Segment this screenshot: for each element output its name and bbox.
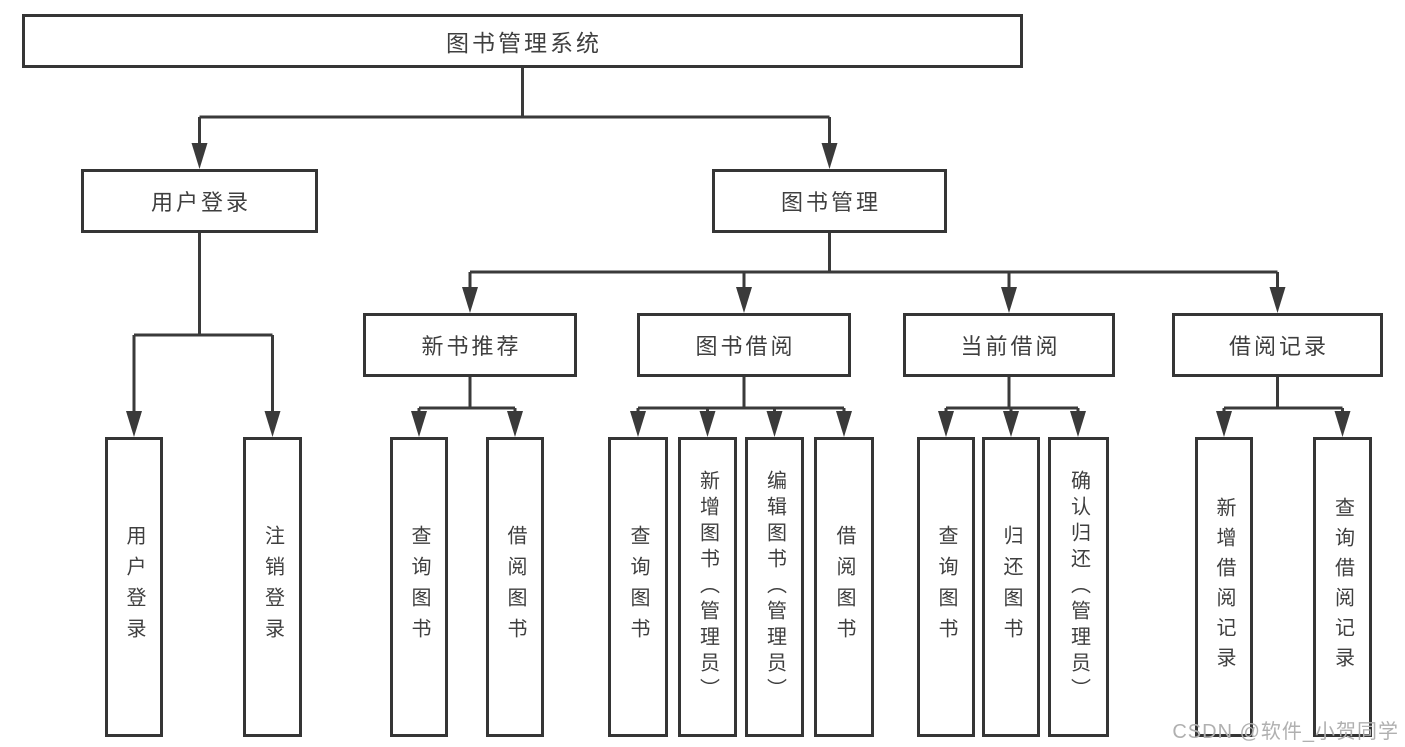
leaf-label: 用户登录	[123, 525, 145, 649]
leaf-query-books: 查询图书	[608, 437, 668, 737]
arrowhead-icon	[699, 411, 716, 437]
leaf-query-books: 查询图书	[917, 437, 975, 737]
arrowhead-icon	[766, 411, 783, 437]
leaf-label: 查询借阅记录	[1331, 497, 1354, 677]
leaf-label: 注销登录	[261, 525, 284, 649]
node-borrow-record: 借阅记录	[1172, 313, 1383, 377]
arrowhead-icon	[938, 411, 954, 437]
leaf-confirm-return-admin: 确认归还（管理员）	[1048, 437, 1109, 737]
arrowhead-icon	[821, 143, 838, 169]
arrowhead-icon	[191, 143, 208, 169]
leaf-label: 新增图书（管理员）	[696, 470, 719, 704]
leaf-label: 查询图书	[935, 525, 957, 649]
node-user-login: 用户登录	[81, 169, 318, 233]
leaf-borrow-books: 借阅图书	[486, 437, 544, 737]
leaf-logout: 注销登录	[243, 437, 302, 737]
arrowhead-icon	[736, 287, 752, 313]
leaf-label: 编辑图书（管理员）	[763, 470, 786, 704]
arrowhead-icon	[1001, 287, 1017, 313]
node-current-borrow: 当前借阅	[903, 313, 1115, 377]
leaf-label: 归还图书	[1000, 525, 1022, 649]
leaf-user-login: 用户登录	[105, 437, 163, 737]
leaf-edit-books-admin: 编辑图书（管理员）	[745, 437, 804, 737]
leaf-label: 确认归还（管理员）	[1067, 470, 1090, 704]
arrowhead-icon	[507, 411, 523, 437]
leaf-add-borrow-record: 新增借阅记录	[1195, 437, 1253, 737]
arrowhead-icon	[264, 411, 281, 437]
csdn-watermark: CSDN @软件_小贺同学	[1172, 721, 1399, 743]
leaf-label: 查询图书	[408, 525, 430, 649]
arrowhead-icon	[126, 411, 142, 437]
arrowhead-icon	[1070, 411, 1086, 437]
node-new-book-recommend: 新书推荐	[363, 313, 577, 377]
leaf-query-borrow-record: 查询借阅记录	[1313, 437, 1372, 737]
arrowhead-icon	[1334, 411, 1351, 437]
leaf-borrow-books: 借阅图书	[814, 437, 874, 737]
arrowhead-icon	[1269, 287, 1286, 313]
node-root-system: 图书管理系统	[22, 14, 1023, 68]
leaf-return-books: 归还图书	[982, 437, 1040, 737]
arrowhead-icon	[836, 411, 852, 437]
arrowhead-icon	[1003, 411, 1019, 437]
leaf-label: 借阅图书	[504, 525, 526, 649]
arrowhead-icon	[411, 411, 427, 437]
leaf-label: 新增借阅记录	[1213, 497, 1235, 677]
arrowhead-icon	[462, 287, 478, 313]
leaf-query-books: 查询图书	[390, 437, 448, 737]
leaf-add-books-admin: 新增图书（管理员）	[678, 437, 737, 737]
leaf-label: 借阅图书	[833, 525, 855, 649]
node-book-management: 图书管理	[712, 169, 947, 233]
arrowhead-icon	[1216, 411, 1232, 437]
leaf-label: 查询图书	[627, 525, 649, 649]
arrowhead-icon	[630, 411, 646, 437]
node-book-borrow: 图书借阅	[637, 313, 851, 377]
